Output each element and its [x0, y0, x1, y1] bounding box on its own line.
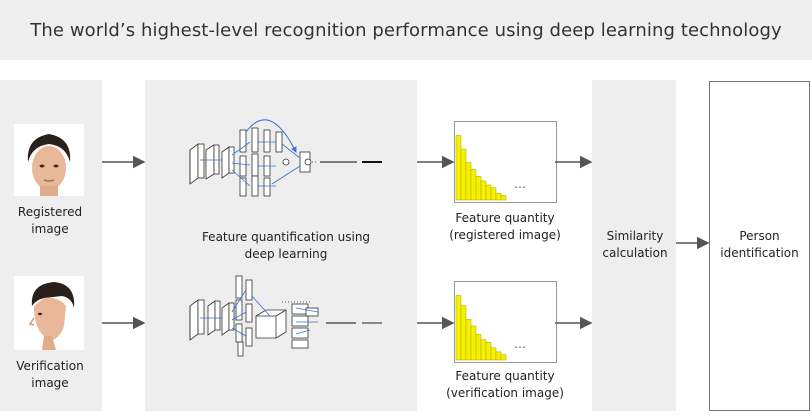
similarity-label-line2: calculation [602, 246, 668, 260]
registered-network-illustration [189, 119, 382, 197]
registered-face-image [14, 124, 84, 196]
verification-histogram-ellipsis: … [514, 337, 526, 351]
registered-feature-label-line2: (registered image) [449, 228, 561, 242]
verification-face-image [14, 276, 84, 350]
verification-label-line2: image [31, 376, 69, 390]
registered-histogram-bar-1 [455, 135, 462, 201]
verification-histogram-bar-2 [460, 305, 467, 361]
registered-histogram-bar-5 [475, 175, 482, 201]
result-label-line2: identification [720, 246, 799, 260]
registered-histogram-bar-10 [500, 194, 507, 201]
registered-label-line2: image [31, 222, 69, 236]
verification-histogram-bar-7 [485, 342, 492, 361]
verification-histogram-bar-3 [465, 318, 472, 361]
registered-histogram-ellipsis: … [514, 177, 526, 191]
network-label-line2: deep learning [244, 247, 328, 261]
registered-histogram-bar-6 [480, 180, 487, 201]
page-title: The world’s highest-level recognition pe… [30, 19, 782, 41]
registered-feature-label: Feature quantity (registered image) [430, 210, 580, 244]
registered-histogram-bar-3 [465, 162, 472, 201]
verification-image-label: Verification image [0, 358, 100, 392]
registered-histogram-bar-4 [470, 169, 477, 201]
verification-histogram-bar-1 [455, 295, 462, 361]
verification-feature-label-line2: (verification image) [446, 386, 564, 400]
similarity-label-line1: Similarity [606, 229, 664, 243]
result-label-line1: Person [739, 229, 780, 243]
header-banner: The world’s highest-level recognition pe… [0, 0, 812, 60]
registered-image-label: Registered image [0, 204, 100, 238]
registered-histogram-bar-7 [485, 184, 492, 201]
verification-histogram-bar-9 [495, 351, 502, 361]
network-label-line1: Feature quantification using [201, 230, 371, 244]
verification-histogram-bar-8 [490, 347, 497, 361]
verification-histogram-bar-6 [480, 339, 487, 361]
verification-feature-label: Feature quantity (verification image) [430, 368, 580, 402]
network-label: Feature quantification using deep learni… [170, 229, 402, 263]
registered-histogram-bar-2 [460, 148, 467, 201]
verification-feature-label-line1: Feature quantity [455, 369, 555, 383]
verification-label-line1: Verification [16, 359, 84, 373]
result-label: Person identification [709, 228, 810, 262]
registered-feature-label-line1: Feature quantity [455, 211, 555, 225]
person-identification-box [709, 81, 810, 411]
similarity-label: Similarity calculation [592, 228, 678, 262]
verification-histogram-bars [455, 295, 507, 361]
registered-histogram-bar-8 [490, 187, 497, 201]
registered-histogram-bars [455, 135, 507, 201]
verification-histogram-bar-5 [475, 333, 482, 361]
verification-histogram-bar-10 [500, 354, 507, 361]
verification-histogram-bar-4 [470, 325, 477, 361]
registered-histogram-bar-9 [495, 192, 502, 201]
verification-network-illustration [189, 275, 382, 357]
registered-label-line1: Registered [17, 205, 83, 219]
similarity-panel [592, 80, 676, 411]
